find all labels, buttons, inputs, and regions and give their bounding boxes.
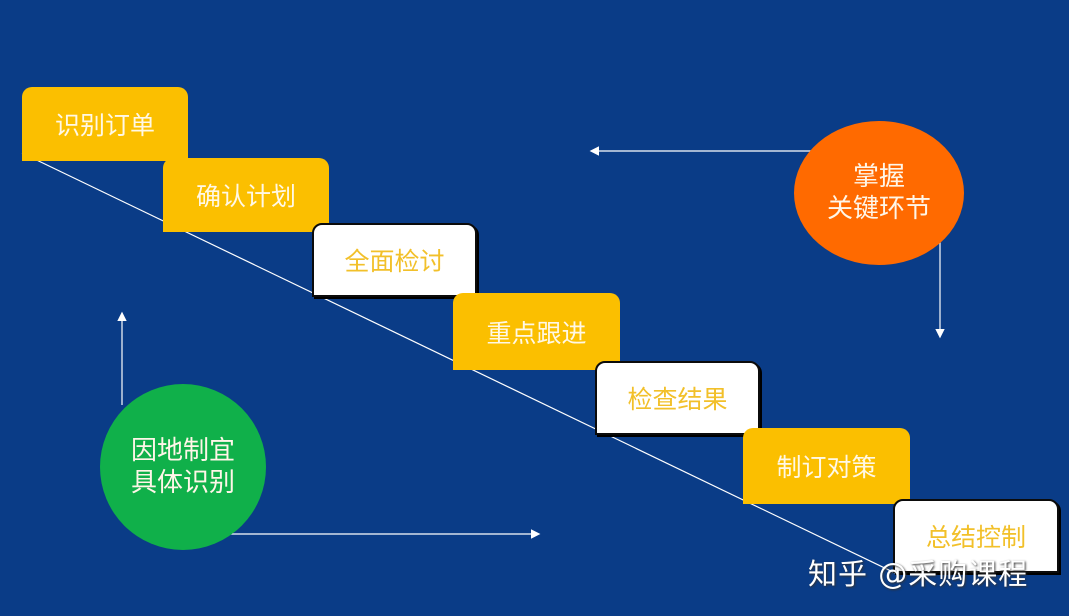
step-summarize-control: 总结控制 — [893, 499, 1059, 573]
step-key-follow-up: 重点跟进 — [453, 293, 620, 370]
step-identify-order: 识别订单 — [22, 87, 188, 161]
step-confirm-plan: 确认计划 — [163, 158, 329, 232]
step-label: 重点跟进 — [486, 318, 587, 348]
step-make-countermeasures: 制订对策 — [743, 428, 910, 504]
step-label: 识别订单 — [54, 111, 155, 140]
circle-text-line1: 掌握 — [852, 162, 905, 192]
circle-text-line2: 具体识别 — [130, 468, 235, 498]
key-link-circle: 掌握 关键环节 — [794, 121, 964, 265]
local-adaptation-circle: 因地制宜 具体识别 — [100, 384, 266, 550]
step-label: 确认计划 — [195, 182, 296, 211]
circle-text-line1: 因地制宜 — [130, 436, 235, 466]
step-label: 全面检讨 — [344, 247, 445, 276]
step-check-results: 检查结果 — [595, 361, 760, 435]
step-full-review: 全面检讨 — [312, 223, 477, 297]
step-label: 制订对策 — [776, 453, 877, 482]
circle-text-line2: 关键环节 — [826, 194, 931, 224]
step-label: 检查结果 — [627, 385, 728, 414]
watermark: 知乎 @采购课程 — [808, 557, 1029, 591]
step-label: 总结控制 — [925, 523, 1026, 552]
